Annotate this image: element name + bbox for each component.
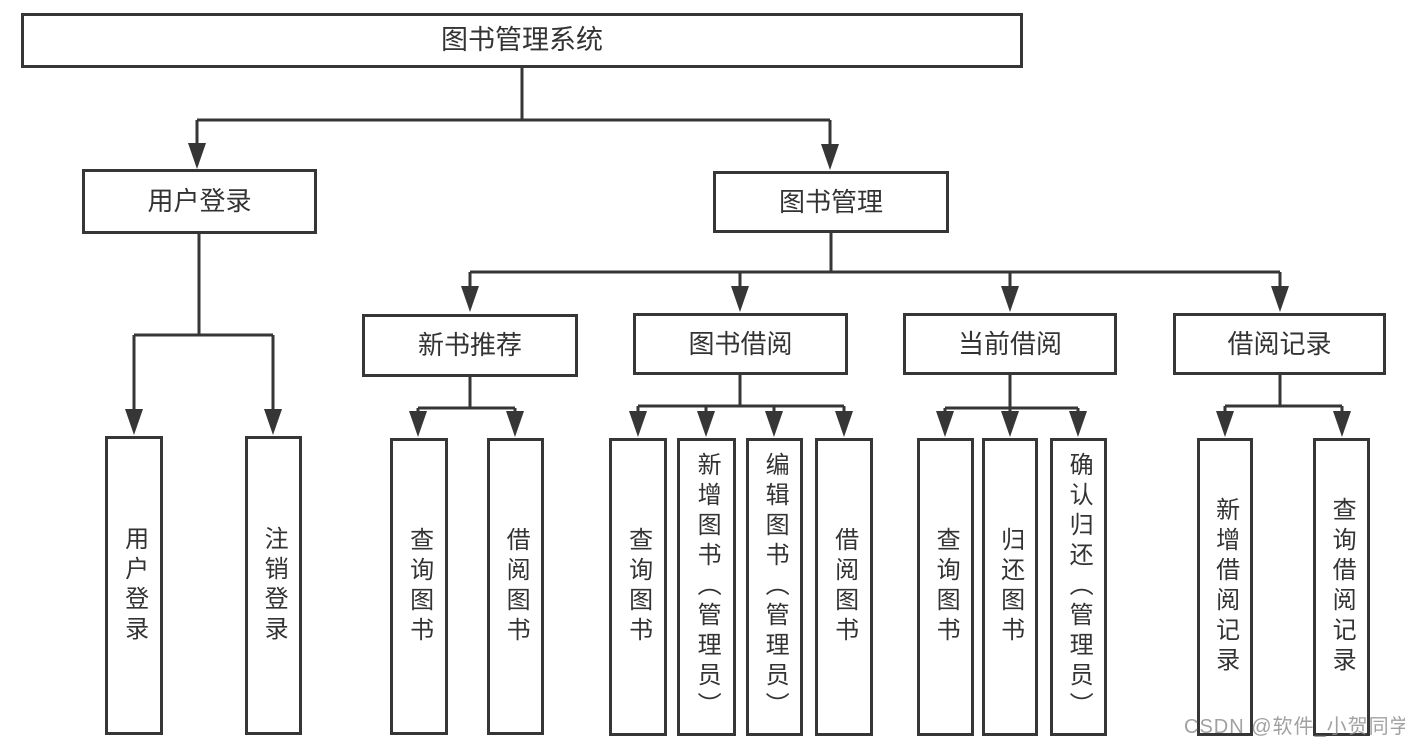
node-current-borrowing: 当前借阅 (903, 313, 1117, 375)
node-library-system: 图书管理系统 (21, 13, 1023, 68)
connector-arrows (125, 120, 1351, 437)
watermark-text: CSDN @软件_小贺同学 (1184, 716, 1405, 738)
node-query-books-current: 查询图书 (917, 438, 974, 736)
node-user-login: 用户登录 (105, 436, 163, 735)
node-borrow-books-recommend: 借阅图书 (487, 438, 544, 735)
connector-trunks (134, 68, 1342, 410)
node-return-books: 归还图书 (982, 438, 1038, 736)
node-borrowing-records: 借阅记录 (1173, 313, 1386, 375)
node-add-books-admin: 新增图书（管理员） (677, 438, 736, 736)
node-query-borrow-record: 查询借阅记录 (1313, 438, 1370, 736)
node-user-login-module: 用户登录 (82, 169, 317, 234)
node-book-borrowing: 图书借阅 (633, 313, 848, 375)
node-confirm-return-admin: 确认归还（管理员） (1050, 438, 1107, 736)
node-book-management-module: 图书管理 (713, 171, 949, 233)
node-add-borrow-record: 新增借阅记录 (1197, 438, 1253, 736)
node-edit-books-admin: 编辑图书（管理员） (746, 438, 803, 736)
node-logout: 注销登录 (245, 436, 302, 735)
node-new-book-recommend: 新书推荐 (362, 314, 578, 377)
node-query-books-recommend: 查询图书 (390, 438, 448, 735)
node-borrow-books-borrowing: 借阅图书 (815, 438, 873, 736)
node-query-books-borrowing: 查询图书 (609, 438, 667, 736)
